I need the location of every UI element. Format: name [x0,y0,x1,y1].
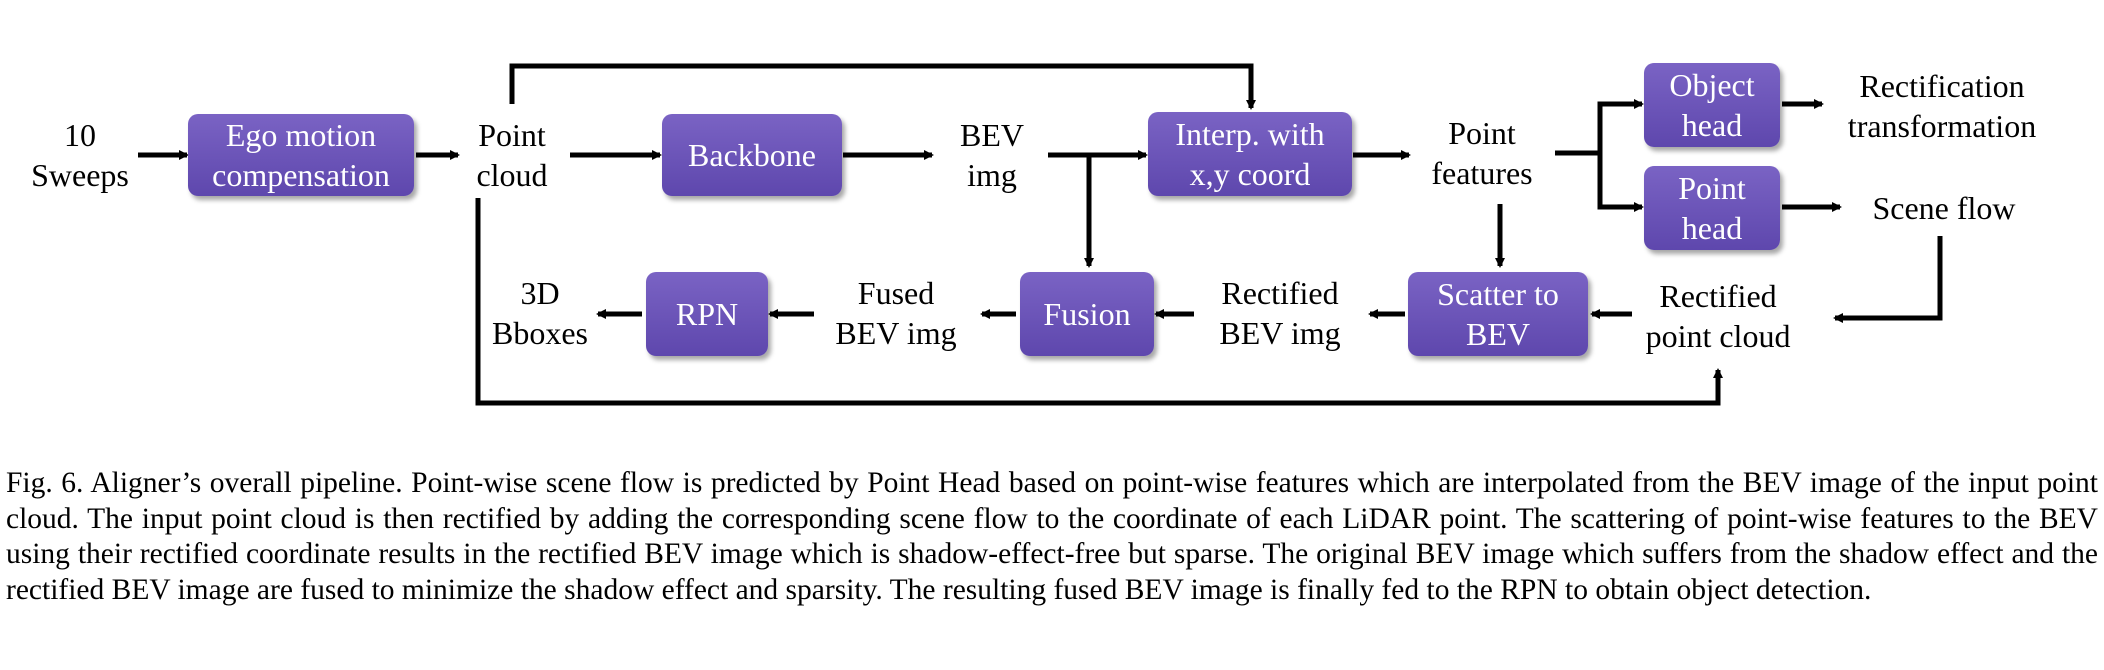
arrow-pointcloud-skip-to-interp [509,63,1256,110]
point-head-box: Point head [1644,166,1780,250]
bev-img-label: BEV img [960,115,1024,195]
interp-box: Interp. with x,y coord [1148,112,1352,196]
pipeline-diagram: Ego motion compensation Backbone Interp. … [31,63,2036,406]
arrow-sceneflow-to-rectified [1833,236,1943,323]
backbone-box: Backbone [662,114,842,196]
sweeps-line-2: Sweeps [31,157,129,193]
rectified-point-cloud-line-2: point cloud [1645,318,1791,354]
point-head-line-2: head [1681,210,1743,246]
scatter-box: Scatter to BEV [1408,272,1588,356]
fusion-box: Fusion [1020,272,1154,356]
bev-img-line-2: img [967,157,1017,193]
fused-bev-line-2: BEV img [835,315,957,351]
ego-motion-line-1: Ego motion [225,117,377,153]
fusion-label: Fusion [1043,296,1131,332]
point-cloud-line-2: cloud [476,157,548,193]
bev-img-line-1: BEV [960,117,1024,153]
rectified-point-cloud-line-1: Rectified [1659,278,1777,314]
scene-flow-label: Scene flow [1872,188,2015,228]
rectification-line-2: transformation [1847,108,2037,144]
point-features-line-2: features [1431,155,1533,191]
figure-caption: Fig. 6. Aligner’s overall pipeline. Poin… [6,467,2098,606]
rectification-label: Rectification transformation [1848,66,2036,146]
point-head-line-1: Point [1678,170,1746,206]
rpn-box: RPN [646,272,768,356]
point-cloud-label: Point cloud [476,115,547,195]
object-head-box: Object head [1644,63,1780,147]
rectification-line-1: Rectification [1859,68,2025,104]
bboxes-label: 3D Bboxes [492,273,588,353]
point-cloud-line-1: Point [478,117,546,153]
bboxes-line-1: 3D [520,275,560,311]
object-head-line-2: head [1681,107,1743,143]
rectified-point-cloud-label: Rectified point cloud [1646,276,1791,356]
object-head-line-1: Object [1669,67,1755,103]
scene-flow-line-1: Scene flow [1872,190,2016,226]
scatter-line-2: BEV [1465,316,1530,352]
interp-line-2: x,y coord [1189,156,1311,192]
sweeps-line-1: 10 [63,117,96,153]
fused-bev-line-1: Fused [857,275,935,311]
arrows-layer [138,63,1943,406]
rpn-label: RPN [675,296,739,332]
point-features-label: Point features [1431,113,1532,193]
interp-line-1: Interp. with [1175,116,1325,152]
rectified-bev-line-2: BEV img [1219,315,1341,351]
arrow-pointcloud-to-rectified [475,198,1723,406]
backbone-label: Backbone [688,137,816,173]
rectified-bev-line-1: Rectified [1221,275,1339,311]
point-features-line-1: Point [1448,115,1516,151]
arrow-to-point-head [1597,153,1644,212]
bboxes-line-2: Bboxes [492,315,588,351]
arrow-to-object-head [1597,99,1644,153]
ego-motion-box: Ego motion compensation [188,114,414,196]
ego-motion-line-2: compensation [212,157,390,193]
scatter-line-1: Scatter to [1437,276,1559,312]
